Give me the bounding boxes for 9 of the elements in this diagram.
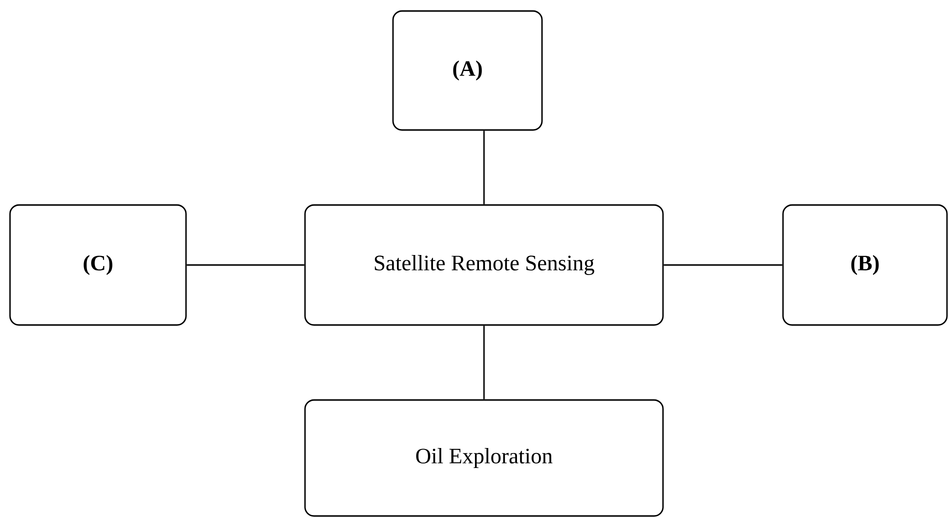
connector-line bbox=[664, 264, 782, 266]
connector-line bbox=[483, 130, 485, 204]
process-box: (B) bbox=[782, 204, 948, 326]
connector-line bbox=[186, 264, 304, 266]
process-box: (C) bbox=[9, 204, 187, 326]
process-box: Oil Exploration bbox=[304, 399, 664, 517]
process-box: Satellite Remote Sensing bbox=[304, 204, 664, 326]
process-box: (A) bbox=[392, 10, 543, 131]
connector-line bbox=[483, 326, 485, 400]
